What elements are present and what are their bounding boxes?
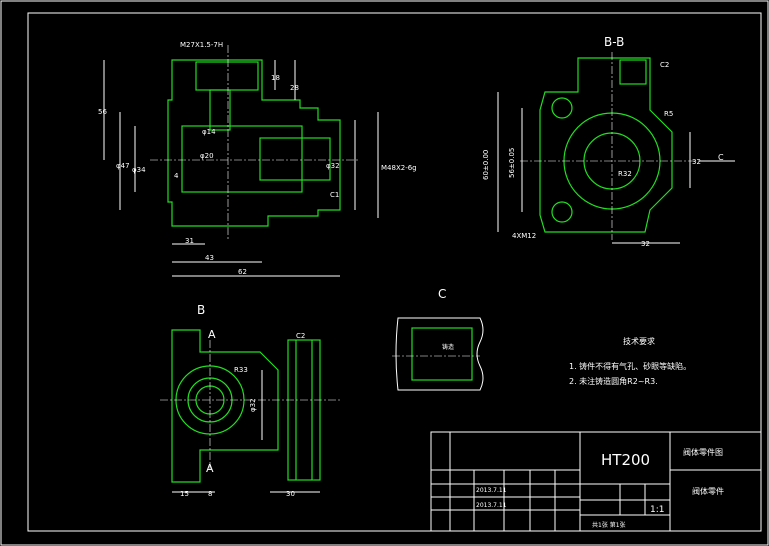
b-dim-c2: C2 — [296, 332, 305, 340]
b-dim-30: 30 — [286, 490, 295, 498]
bb-dim-56: 56±0.05 — [508, 148, 516, 178]
dim-28: 28 — [290, 84, 299, 92]
bb-dim-r32: R32 — [618, 170, 632, 178]
front-section-view — [103, 45, 379, 277]
title-date2: 2013.7.11 — [476, 502, 507, 509]
view-b-label: B — [197, 303, 205, 317]
dim-phi32: φ32 — [326, 162, 340, 170]
dim-phi20: φ20 — [200, 152, 214, 160]
title-date1: 2013.7.11 — [476, 487, 507, 494]
dim-m48: M48X2-6g — [381, 164, 417, 172]
bb-dim-32: 32 — [641, 240, 650, 248]
view-c — [392, 317, 484, 391]
bb-dim-r5: R5 — [664, 110, 673, 118]
arrow-c-label: C — [718, 153, 724, 162]
dim-c1: C1 — [330, 191, 339, 199]
dim-phi34: φ34 — [132, 166, 146, 174]
dim-56: 56 — [98, 108, 107, 116]
b-dim-phi32: φ32 — [249, 398, 257, 412]
b-dim-r33: R33 — [234, 366, 248, 374]
title-sheet: 共1张 第1张 — [592, 521, 626, 529]
dim-4: 4 — [174, 172, 179, 180]
bb-dim-c2: C2 — [660, 61, 669, 69]
arrow-a-top: A — [208, 328, 216, 341]
dim-phi14: φ14 — [202, 128, 216, 136]
dim-thread-top: M27X1.5-7H — [180, 41, 223, 49]
section-bb-label: B-B — [604, 35, 624, 49]
dim-phi47: φ47 — [116, 162, 130, 170]
tech-req-item2: 2. 未注铸造圆角R2~R3. — [569, 376, 658, 386]
dim-43: 43 — [205, 254, 214, 262]
bb-holes: 4XM12 — [512, 232, 536, 240]
title-block — [430, 431, 762, 532]
dim-31: 31 — [185, 237, 194, 245]
title-material: HT200 — [601, 451, 650, 469]
tech-req-item1: 1. 铸件不得有气孔、砂眼等缺陷。 — [569, 361, 691, 371]
bb-dim-32b: 32 — [692, 158, 701, 166]
tech-req-title: 技术要求 — [623, 336, 655, 346]
b-dim-8: 8 — [208, 490, 212, 498]
title-drawing-name: 阀体零件 — [692, 486, 724, 496]
view-b — [160, 329, 340, 493]
b-dim-15: 15 — [180, 490, 189, 498]
title-scale: 1:1 — [650, 505, 664, 515]
section-bb-view — [497, 52, 735, 244]
dim-62: 62 — [238, 268, 247, 276]
view-c-note: 铸造 — [442, 343, 454, 351]
inner-frame — [27, 12, 762, 532]
bb-dim-60: 60±0.00 — [482, 150, 490, 180]
view-c-label: C — [438, 287, 446, 301]
dim-18: 18 — [271, 74, 280, 82]
title-part-name: 阀体零件图 — [683, 447, 723, 457]
